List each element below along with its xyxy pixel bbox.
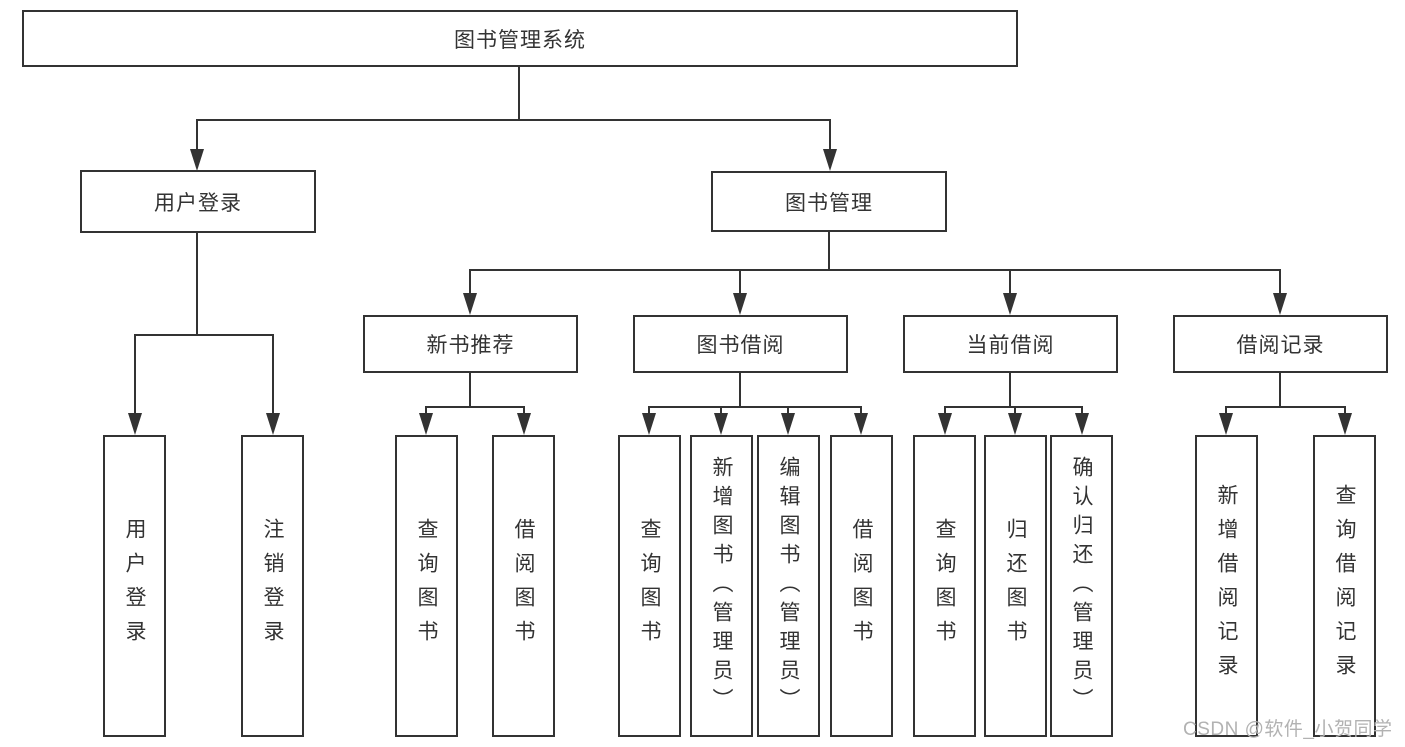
leaf-borrow-query-books: 查询图书 bbox=[618, 435, 681, 737]
leaf-label: 注销登录 bbox=[261, 518, 284, 654]
leaf-label: 用户登录 bbox=[123, 518, 146, 654]
node-label: 新书推荐 bbox=[426, 334, 515, 357]
connector-line bbox=[469, 269, 1281, 271]
node-label: 图书管理系统 bbox=[454, 28, 586, 52]
connector-line bbox=[134, 334, 136, 414]
connector-line bbox=[134, 334, 274, 336]
node-label: 图书管理 bbox=[785, 191, 873, 215]
arrow-down-icon bbox=[938, 413, 952, 435]
node-label: 借阅记录 bbox=[1236, 334, 1325, 357]
arrow-down-icon bbox=[1273, 293, 1287, 315]
connector-line bbox=[739, 269, 741, 295]
leaf-label: 确认归还（管理员） bbox=[1070, 455, 1093, 717]
arrow-down-icon bbox=[823, 149, 837, 171]
connector-line bbox=[523, 406, 525, 415]
connector-line bbox=[1014, 406, 1016, 415]
connector-line bbox=[860, 406, 862, 415]
connector-line bbox=[1009, 373, 1011, 408]
node-new-book-recommendation: 新书推荐 bbox=[363, 315, 578, 373]
connector-line bbox=[739, 373, 741, 408]
connector-line bbox=[425, 406, 525, 408]
leaf-recommend-query-books: 查询图书 bbox=[395, 435, 458, 737]
connector-line bbox=[272, 334, 274, 414]
arrow-down-icon bbox=[266, 413, 280, 435]
arrow-down-icon bbox=[517, 413, 531, 435]
connector-line bbox=[1279, 269, 1281, 295]
connector-line bbox=[469, 269, 471, 295]
arrow-down-icon bbox=[781, 413, 795, 435]
arrow-down-icon bbox=[1003, 293, 1017, 315]
leaf-label: 查询图书 bbox=[933, 518, 956, 654]
leaf-label: 新增图书（管理员） bbox=[710, 455, 733, 717]
arrow-down-icon bbox=[1338, 413, 1352, 435]
connector-line bbox=[1081, 406, 1083, 415]
node-label: 用户登录 bbox=[154, 191, 242, 215]
node-label: 当前借阅 bbox=[966, 334, 1055, 357]
node-current-borrowing: 当前借阅 bbox=[903, 315, 1118, 373]
arrow-down-icon bbox=[854, 413, 868, 435]
arrow-down-icon bbox=[1219, 413, 1233, 435]
leaf-label: 借阅图书 bbox=[512, 518, 535, 654]
connector-line bbox=[518, 67, 520, 121]
arrow-down-icon bbox=[128, 413, 142, 435]
arrow-down-icon bbox=[419, 413, 433, 435]
arrow-down-icon bbox=[1075, 413, 1089, 435]
arrow-down-icon bbox=[463, 293, 477, 315]
arrow-down-icon bbox=[190, 149, 204, 171]
node-user-login: 用户登录 bbox=[80, 170, 316, 233]
watermark: CSDN @软件_小贺同学 bbox=[1183, 719, 1393, 740]
arrow-down-icon bbox=[714, 413, 728, 435]
leaf-current-return-books: 归还图书 bbox=[984, 435, 1047, 737]
connector-line bbox=[425, 406, 427, 415]
leaf-records-query-record: 查询借阅记录 bbox=[1313, 435, 1376, 737]
connector-line bbox=[829, 119, 831, 151]
node-book-management: 图书管理 bbox=[711, 171, 947, 232]
leaf-label: 借阅图书 bbox=[850, 518, 873, 654]
connector-line bbox=[1279, 373, 1281, 408]
leaf-label: 归还图书 bbox=[1004, 518, 1027, 654]
connector-line bbox=[648, 406, 650, 415]
node-label: 图书借阅 bbox=[696, 334, 785, 357]
leaf-label: 查询图书 bbox=[415, 518, 438, 654]
node-book-borrowing: 图书借阅 bbox=[633, 315, 848, 373]
node-library-system: 图书管理系统 bbox=[22, 10, 1018, 67]
leaf-label: 新增借阅记录 bbox=[1215, 484, 1238, 688]
leaf-current-query-books: 查询图书 bbox=[913, 435, 976, 737]
connector-line bbox=[1344, 406, 1346, 415]
connector-line bbox=[1225, 406, 1346, 408]
leaf-label: 查询借阅记录 bbox=[1333, 484, 1356, 688]
connector-line bbox=[720, 406, 722, 415]
arrow-down-icon bbox=[1008, 413, 1022, 435]
connector-line bbox=[944, 406, 946, 415]
connector-line bbox=[648, 406, 862, 408]
connector-line bbox=[196, 232, 198, 336]
connector-line bbox=[1225, 406, 1227, 415]
connector-line bbox=[1009, 269, 1011, 295]
connector-line bbox=[469, 373, 471, 408]
leaf-label: 查询图书 bbox=[638, 518, 661, 654]
leaf-user-login: 用户登录 bbox=[103, 435, 166, 737]
node-borrowing-records: 借阅记录 bbox=[1173, 315, 1388, 373]
arrow-down-icon bbox=[642, 413, 656, 435]
leaf-label: 编辑图书（管理员） bbox=[777, 455, 800, 717]
connector-line bbox=[196, 119, 831, 121]
leaf-borrow-edit-books-admin: 编辑图书（管理员） bbox=[757, 435, 820, 737]
leaf-borrow-add-books-admin: 新增图书（管理员） bbox=[690, 435, 753, 737]
connector-line bbox=[787, 406, 789, 415]
leaf-borrow-borrow-books: 借阅图书 bbox=[830, 435, 893, 737]
connector-line bbox=[828, 231, 830, 271]
arrow-down-icon bbox=[733, 293, 747, 315]
connector-line bbox=[196, 119, 198, 151]
connector-line bbox=[944, 406, 1083, 408]
leaf-records-add-record: 新增借阅记录 bbox=[1195, 435, 1258, 737]
leaf-logout: 注销登录 bbox=[241, 435, 304, 737]
leaf-current-confirm-return-admin: 确认归还（管理员） bbox=[1050, 435, 1113, 737]
leaf-recommend-borrow-books: 借阅图书 bbox=[492, 435, 555, 737]
